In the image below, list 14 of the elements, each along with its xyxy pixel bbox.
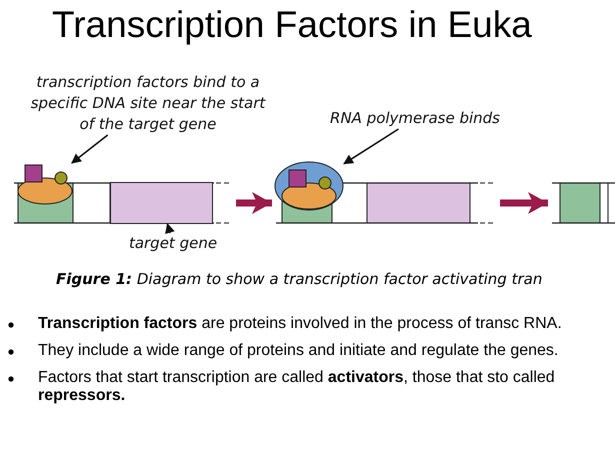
bullet-text: Factors that start transcription are called activators, those that sto called repressors. bbox=[38, 369, 556, 405]
figure-caption: Figure 1: Diagram to show a transcription factor activating tran bbox=[56, 270, 542, 288]
target-gene-box bbox=[110, 182, 213, 224]
leader-line bbox=[165, 223, 175, 234]
bullet-text: They include a wide range of proteins and initiate and regulate the genes. bbox=[38, 342, 560, 360]
leader-line bbox=[71, 134, 108, 164]
leader-line bbox=[343, 128, 399, 164]
bullet-text: Transcription factors are proteins involved in the process of transc RNA. bbox=[38, 315, 563, 333]
flow-arrow bbox=[500, 192, 548, 214]
annotation-text: RNA polymerase binds bbox=[300, 108, 530, 129]
annotation-text: transcription factors bind to a specific DNA site near the start of the target gene bbox=[30, 72, 266, 135]
annotation-text: target gene bbox=[118, 233, 228, 254]
flow-arrow bbox=[236, 192, 272, 214]
slide-title: Transcription Factors in Euka bbox=[52, 4, 532, 46]
